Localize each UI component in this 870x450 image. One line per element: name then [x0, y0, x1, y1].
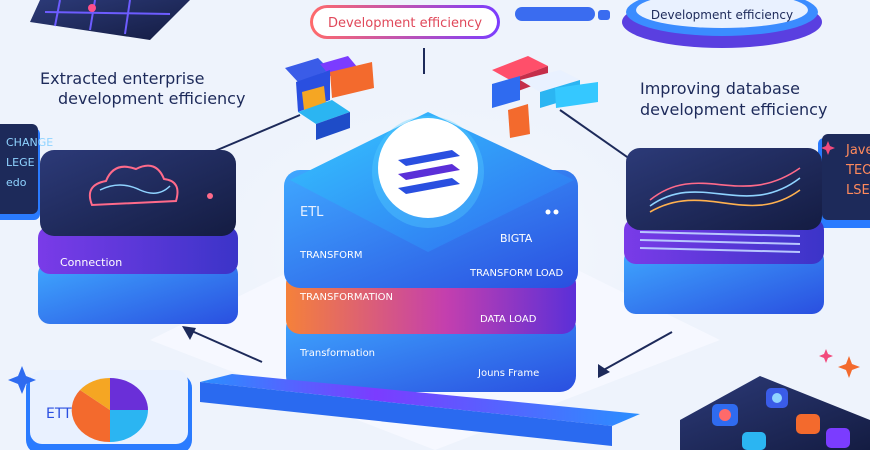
layer1-left-label: TRANSFORM	[299, 250, 363, 261]
pie-slice-orange	[71, 390, 110, 443]
app-icon-2	[772, 393, 782, 403]
central-top-label: ETL	[300, 205, 324, 220]
pie-slice-cyan	[110, 410, 148, 442]
pill-blue-small	[598, 10, 610, 20]
pie-label: ETT	[46, 406, 72, 422]
app-icon-grid	[680, 376, 870, 450]
left-caption-line2: development efficiency	[58, 89, 245, 108]
left-side-card: CHANGE LEGE edo	[0, 124, 53, 220]
app-icon-4	[796, 414, 820, 434]
app-icon-1	[719, 409, 731, 421]
app-icon-3	[742, 432, 766, 450]
layer3-left-label: Transformation	[299, 348, 375, 359]
sparkle-icon	[8, 366, 36, 394]
pill-blue	[515, 7, 595, 21]
title-pill-text: Development efficiency	[328, 16, 482, 31]
layer2-left-label: TRANSFORMATION	[299, 292, 393, 303]
layer1-right-label: TRANSFORM LOAD	[469, 268, 563, 279]
grid-board-top-left	[30, 0, 190, 40]
right-card-line2: TEO	[845, 163, 870, 178]
right-card-line3: LSEo	[846, 183, 870, 198]
left-card-line2: LEGE	[6, 156, 35, 169]
arrow-head-right	[598, 364, 610, 378]
platform-top-right: Development efficiency	[622, 0, 822, 48]
platform-top-right-text: Development efficiency	[651, 8, 793, 22]
sparkle-icon	[821, 141, 835, 155]
pie-chart-widget: ETT	[26, 370, 192, 450]
left-stack-label: Connection	[60, 256, 122, 269]
left-server-stack: Connection	[38, 150, 238, 324]
data-layers-icon	[398, 150, 460, 194]
sparkle-decorations	[8, 141, 860, 394]
left-card-line1: CHANGE	[6, 136, 53, 149]
layer3-right-label: Jouns Frame	[477, 368, 539, 379]
title-pill: Development efficiency	[310, 5, 500, 39]
left-caption-line1: Extracted enterprise	[40, 69, 204, 88]
sparkle-icon	[819, 349, 833, 363]
central-etl-stack: ETL BIGTA TRANSFORM TRANSFORM LOAD TRANS…	[284, 112, 578, 392]
layer2-right-label: DATA LOAD	[480, 314, 537, 325]
pie-slice-purple	[110, 378, 148, 410]
right-card-line1: Jave	[845, 143, 870, 158]
right-server-stack	[624, 148, 824, 314]
data-pipeline-beam	[200, 374, 640, 446]
central-top-right-label: BIGTA	[500, 232, 533, 245]
floating-blocks-right	[492, 56, 598, 138]
pie-slice-yellow	[80, 377, 110, 410]
left-card-line3: edo	[6, 176, 27, 189]
central-logo-disc	[378, 118, 478, 218]
sparkle-icon	[838, 356, 860, 378]
right-side-card: Jave TEO LSEo	[818, 134, 870, 228]
floating-blocks-left	[285, 56, 374, 140]
arrow-head-left	[182, 326, 196, 340]
right-caption-line1: Improving database	[640, 79, 800, 98]
app-icon-5	[826, 428, 850, 448]
right-caption-line2: development efficiency	[640, 100, 827, 119]
